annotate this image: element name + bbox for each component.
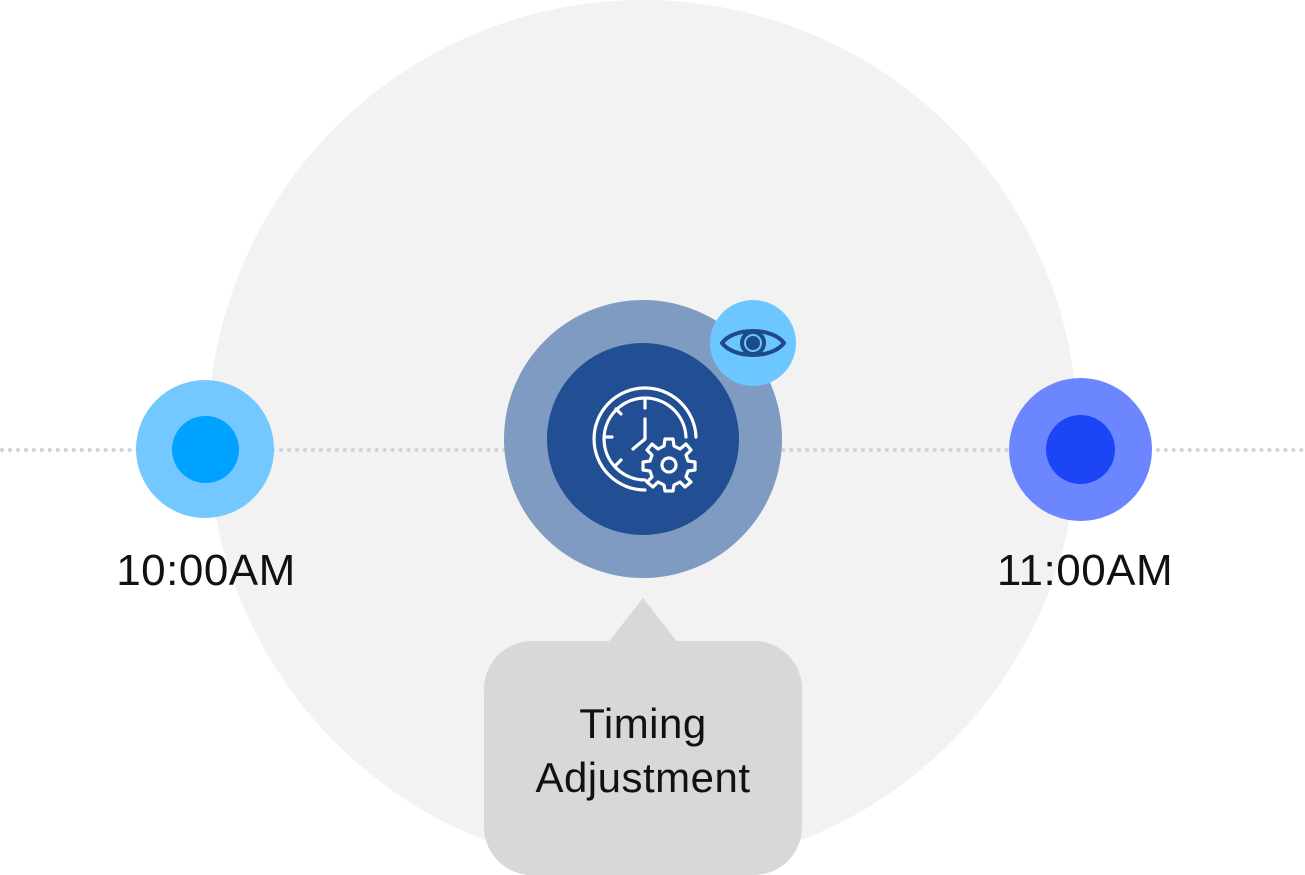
- callout-title-line-2: Adjustment: [535, 754, 751, 801]
- step-callout: Timing Adjustment: [484, 641, 802, 875]
- eye-icon: [720, 329, 786, 357]
- view-badge[interactable]: [710, 300, 796, 386]
- start-time-label: 10:00AM: [116, 546, 296, 595]
- end-node: [1009, 378, 1152, 521]
- start-node: [136, 380, 274, 518]
- clock-gear-icon: [592, 386, 698, 493]
- callout-title-line-1: Timing: [579, 700, 707, 747]
- start-node-core: [171, 415, 239, 483]
- end-node-core: [1046, 415, 1115, 484]
- end-time-label: 11:00AM: [996, 546, 1174, 595]
- callout-pointer: [607, 598, 679, 644]
- timing-step-core: [547, 343, 739, 535]
